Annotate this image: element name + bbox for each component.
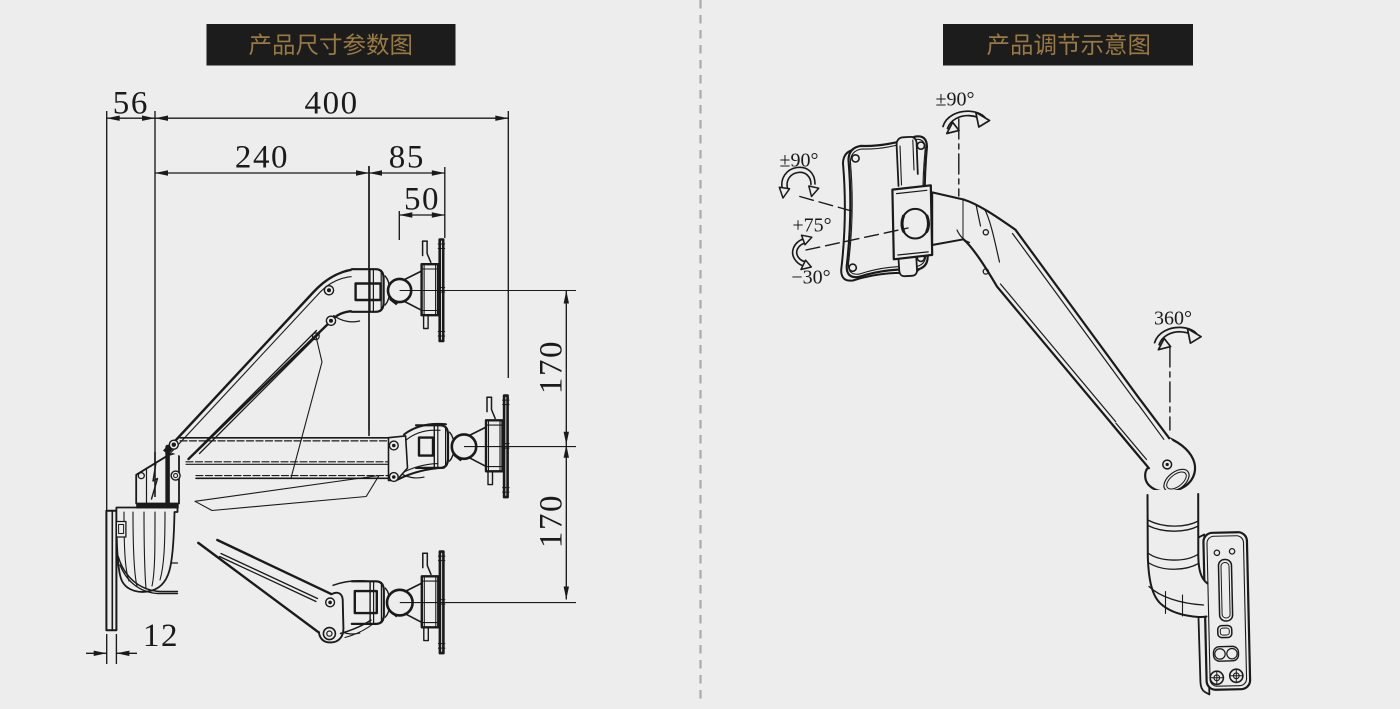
svg-text:−30°: −30°: [791, 267, 830, 289]
svg-text:240: 240: [235, 140, 289, 176]
svg-text:85: 85: [389, 140, 425, 176]
svg-text:±90°: ±90°: [936, 89, 975, 111]
svg-text:12: 12: [143, 618, 179, 654]
svg-text:+75°: +75°: [792, 215, 831, 237]
svg-text:170: 170: [534, 340, 570, 394]
svg-text:400: 400: [304, 86, 358, 122]
svg-text:360°: 360°: [1154, 308, 1192, 330]
svg-text:50: 50: [404, 182, 440, 218]
svg-text:56: 56: [113, 86, 149, 122]
svg-text:±90°: ±90°: [780, 150, 819, 172]
svg-text:170: 170: [534, 494, 570, 548]
